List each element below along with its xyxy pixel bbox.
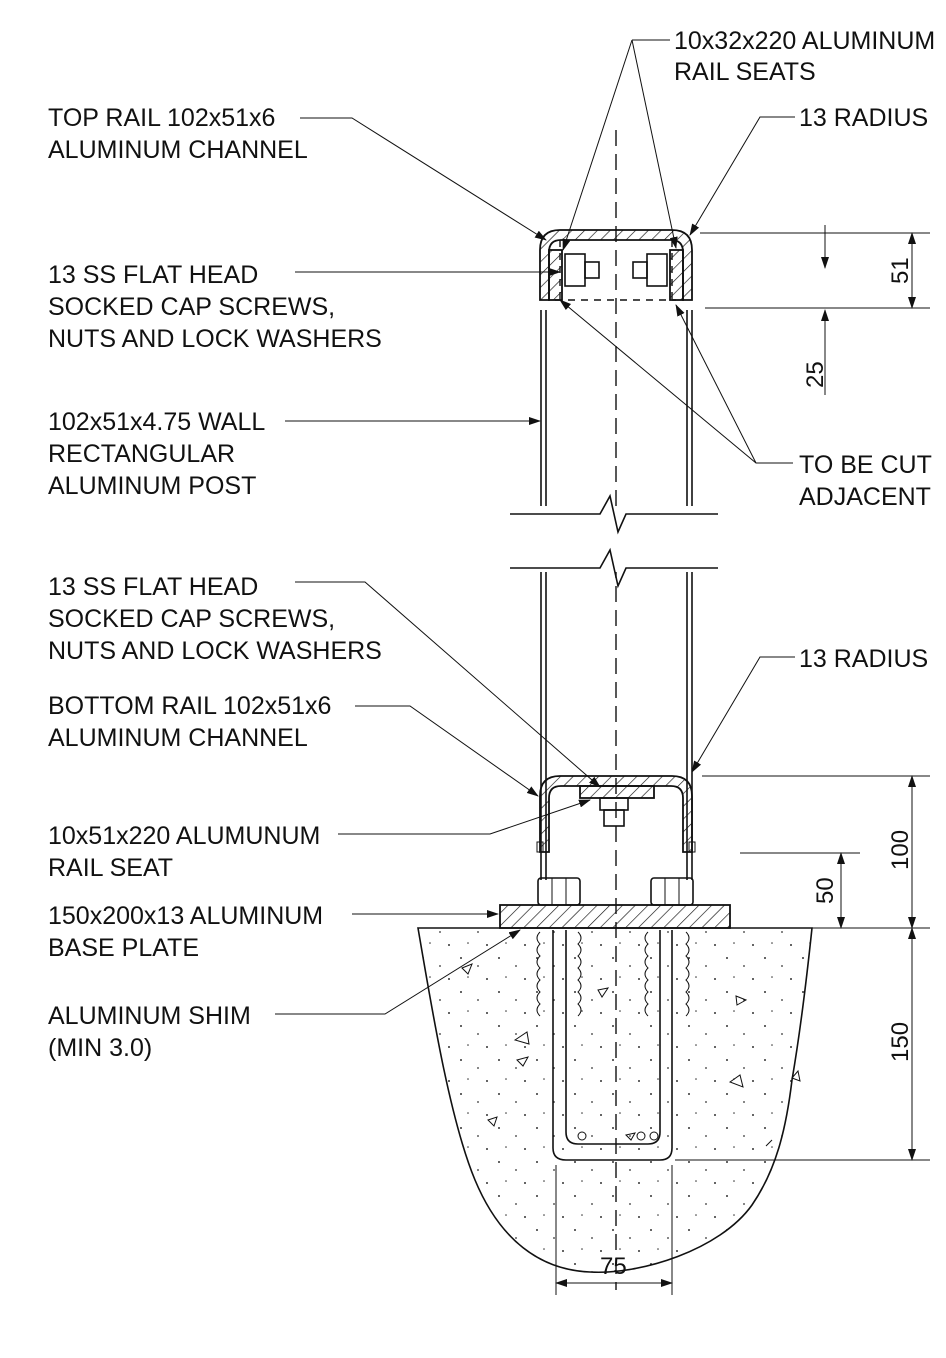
top-rail-label: TOP RAIL 102x51x6 (48, 104, 275, 132)
concrete-footing (417, 927, 813, 1274)
base-plate-label-2: BASE PLATE (48, 934, 199, 962)
to-be-cut-label: TO BE CUT (799, 451, 932, 479)
base-plate (499, 904, 731, 929)
screws-top-label-2: SOCKED CAP SCREWS, (48, 293, 335, 321)
post-label-3: ALUMINUM POST (48, 472, 256, 500)
radius-bottom-label: 13 RADIUS (799, 645, 928, 673)
post-label: 102x51x4.75 WALL (48, 408, 265, 436)
dim-top-rail-height: 51 (887, 257, 914, 284)
base-plate-label: 150x200x13 ALUMINUM (48, 902, 323, 930)
shim-label: ALUMINUM SHIM (48, 1002, 251, 1030)
dimension-values: 51 25 100 50 150 75 (600, 257, 914, 1280)
break-lines (510, 493, 720, 589)
to-be-cut-label-2: ADJACENT (799, 483, 931, 511)
screws-bottom-label: 13 SS FLAT HEAD (48, 573, 258, 601)
bottom-rail-label-2: ALUMINUM CHANNEL (48, 724, 308, 752)
seat-bottom-label: 10x51x220 ALUMUNUM (48, 822, 320, 850)
screws-bottom-label-3: NUTS AND LOCK WASHERS (48, 637, 382, 665)
anchor-bolts (536, 877, 694, 1161)
seat-bottom-label-2: RAIL SEAT (48, 854, 173, 882)
dim-bolt-spacing: 75 (600, 1253, 627, 1280)
screws-bottom-label-2: SOCKED CAP SCREWS, (48, 605, 335, 633)
rail-seats-top-label-2: RAIL SEATS (674, 58, 816, 86)
bottom-rail-channel (536, 775, 696, 853)
screws-top-label-3: NUTS AND LOCK WASHERS (48, 325, 382, 353)
shim-label-2: (MIN 3.0) (48, 1034, 152, 1062)
screws-top-label: 13 SS FLAT HEAD (48, 261, 258, 289)
dim-bottom-rail-height: 100 (887, 830, 914, 870)
aggregate-marks (461, 963, 801, 1147)
rail-seats-top-label: 10x32x220 ALUMINUM (674, 27, 935, 55)
post-label-2: RECTANGULAR (48, 440, 235, 468)
leader-lines (275, 39, 795, 1015)
bottom-rail-label: BOTTOM RAIL 102x51x6 (48, 692, 331, 720)
dim-embed-depth: 150 (887, 1022, 914, 1062)
dim-top-rail-gap: 25 (802, 361, 829, 388)
radius-top-label: 13 RADIUS (799, 104, 928, 132)
dim-bottom-rail-gap: 50 (812, 877, 839, 904)
top-rail-label-2: ALUMINUM CHANNEL (48, 136, 308, 164)
dimension-lines (555, 225, 930, 1295)
callout-labels: 10x32x220 ALUMINUM RAIL SEATS TOP RAIL 1… (48, 27, 935, 1062)
